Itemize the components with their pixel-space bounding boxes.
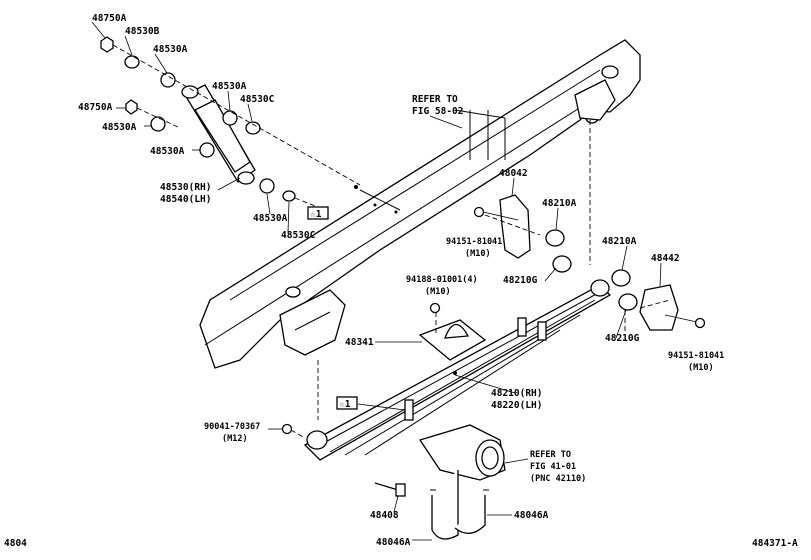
label-refer-bot-2: FIG 41-01 (530, 462, 576, 472)
label-48046A-1: 48046A (514, 510, 549, 521)
label-refer-top-1: REFER TO (412, 94, 458, 105)
label-94151-b-m: (M10) (688, 363, 714, 373)
leaf-spring (303, 279, 612, 461)
u-bolts (430, 470, 489, 540)
assembly-dashed-lines (290, 214, 671, 439)
leader-lines (91, 21, 662, 541)
label-48210A-1: 48210A (542, 198, 577, 209)
label-48530A-3: 48530A (102, 122, 137, 133)
part-labels: 48750A 48530B 48530A 48530A 48530C 48750… (78, 13, 724, 548)
label-star1-b: ☆1 (339, 399, 351, 410)
label-94151-a-m: (M10) (465, 249, 491, 259)
label-star1-a: ☆1 (310, 209, 322, 220)
label-48408: 48408 (370, 510, 399, 521)
shackle (611, 269, 698, 331)
label-48750A-mid: 48750A (78, 102, 113, 113)
label-48210G-2: 48210G (605, 333, 640, 344)
bolt-48408 (374, 482, 406, 497)
label-48530C-2: 48530C (281, 230, 316, 241)
star-box-1a (307, 206, 329, 220)
n-markers (281, 206, 706, 435)
label-48530B: 48530B (125, 26, 160, 37)
footer-left-code: 4804 (4, 538, 27, 549)
label-48220-lh: 48220(LH) (491, 400, 542, 411)
axle-housing (418, 424, 506, 481)
label-48210-rh: 48210(RH) (491, 388, 542, 399)
label-48540-lh: 48540(LH) (160, 194, 211, 205)
label-48530C-1: 48530C (240, 94, 275, 105)
footer: 4804 484371-A (4, 538, 798, 549)
frame-rail (199, 39, 641, 369)
label-94188-m: (M10) (425, 287, 451, 297)
label-refer-top-2: FIG 58-02 (412, 106, 463, 117)
label-48750A-top: 48750A (92, 13, 127, 24)
label-48530-rh: 48530(RH) (160, 182, 211, 193)
label-48046A-2: 48046A (376, 537, 411, 548)
shock-bushings (100, 36, 296, 202)
label-48530A-1: 48530A (153, 44, 188, 55)
label-48042: 48042 (499, 168, 528, 179)
label-48442: 48442 (651, 253, 680, 264)
label-48530A-2: 48530A (212, 81, 247, 92)
label-48530A-5: 48530A (253, 213, 288, 224)
label-48530A-4: 48530A (150, 146, 185, 157)
label-90041-m: (M12) (222, 434, 248, 444)
star-box-1b (336, 396, 358, 410)
label-48210G-1: 48210G (503, 275, 538, 286)
label-refer-bot-3: (PNC 42110) (530, 474, 586, 484)
footer-right-code: 484371-A (752, 538, 798, 549)
shock-absorber (181, 84, 256, 185)
label-94188: 94188-01001(4) (406, 275, 478, 285)
shock-dashed-lines (112, 44, 361, 209)
spring-hanger (482, 120, 591, 273)
label-48210A-2: 48210A (602, 236, 637, 247)
label-48341: 48341 (345, 337, 374, 348)
label-90041: 90041-70367 (204, 422, 260, 432)
label-refer-bot-1: REFER TO (530, 450, 571, 460)
label-94151-b: 94151-81041 (668, 351, 724, 361)
label-94151-a: 94151-81041 (446, 237, 502, 247)
